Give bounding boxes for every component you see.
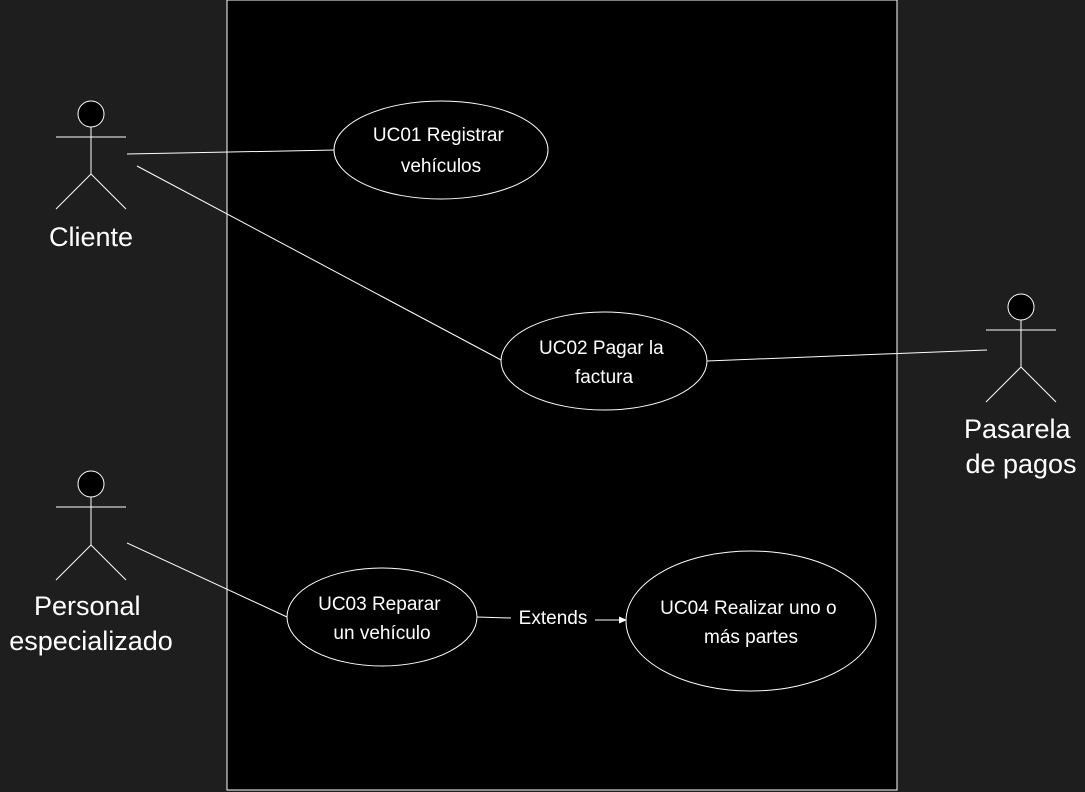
use-case-ellipse <box>625 550 877 692</box>
use-case-label-line: factura <box>575 367 634 388</box>
use-case-label-line: UC02 Pagar la <box>539 338 664 359</box>
actor-cliente[interactable]: Cliente <box>49 100 133 252</box>
use-case-label: UC03 Reparar un vehículo <box>318 594 446 644</box>
use-case-label-line: un vehículo <box>333 623 430 644</box>
actor-label-line: de pagos <box>965 449 1076 479</box>
use-case-uc02[interactable]: UC02 Pagar la factura <box>500 311 708 411</box>
actor-pasarela-de-pagos[interactable]: Pasarela de pagos <box>964 293 1078 479</box>
use-case-label: UC02 Pagar la factura <box>539 338 669 388</box>
association-line-cliente-uc01 <box>126 149 337 155</box>
stick-figure-icon <box>55 100 127 210</box>
actor-label-line: Personal <box>34 591 141 621</box>
use-case-uc03[interactable]: UC03 Reparar un vehículo <box>286 567 478 667</box>
actor-label-line: Pasarela <box>964 414 1072 444</box>
actor-personal-especializado[interactable]: Personal especializado <box>9 470 173 656</box>
stick-figure-icon <box>985 293 1057 403</box>
use-case-label: UC01 Registrar vehículos <box>373 125 509 177</box>
relations: Extends <box>126 149 988 629</box>
association-line-cliente-uc02 <box>136 165 504 362</box>
use-case-ellipse <box>333 100 549 200</box>
use-case-label-line: vehículos <box>401 156 481 177</box>
stick-figure-icon <box>55 470 127 581</box>
actor-label: Pasarela de pagos <box>964 414 1078 479</box>
actor-label: Cliente <box>49 222 133 252</box>
use-case-label-line: UC03 Reparar <box>318 594 441 615</box>
extends-label: Extends <box>519 608 588 629</box>
use-case-uc04[interactable]: UC04 Realizar uno o más partes <box>625 550 877 692</box>
use-case-uc01[interactable]: UC01 Registrar vehículos <box>333 100 549 200</box>
actor-label: Personal especializado <box>9 591 173 656</box>
use-case-label: UC04 Realizar uno o más partes <box>660 598 842 648</box>
actor-label-line: Cliente <box>49 222 133 252</box>
use-case-label-line: UC04 Realizar uno o <box>660 598 836 619</box>
association-line-personal-uc03 <box>126 542 288 618</box>
use-case-ellipse <box>500 311 708 411</box>
use-case-label-line: UC01 Registrar <box>373 125 505 146</box>
use-case-ellipse <box>286 567 478 667</box>
extends-arrow <box>476 616 512 619</box>
association-line-uc02-pasarela <box>706 349 988 362</box>
use-case-label-line: más partes <box>704 627 798 648</box>
actor-label-line: especializado <box>9 626 173 656</box>
